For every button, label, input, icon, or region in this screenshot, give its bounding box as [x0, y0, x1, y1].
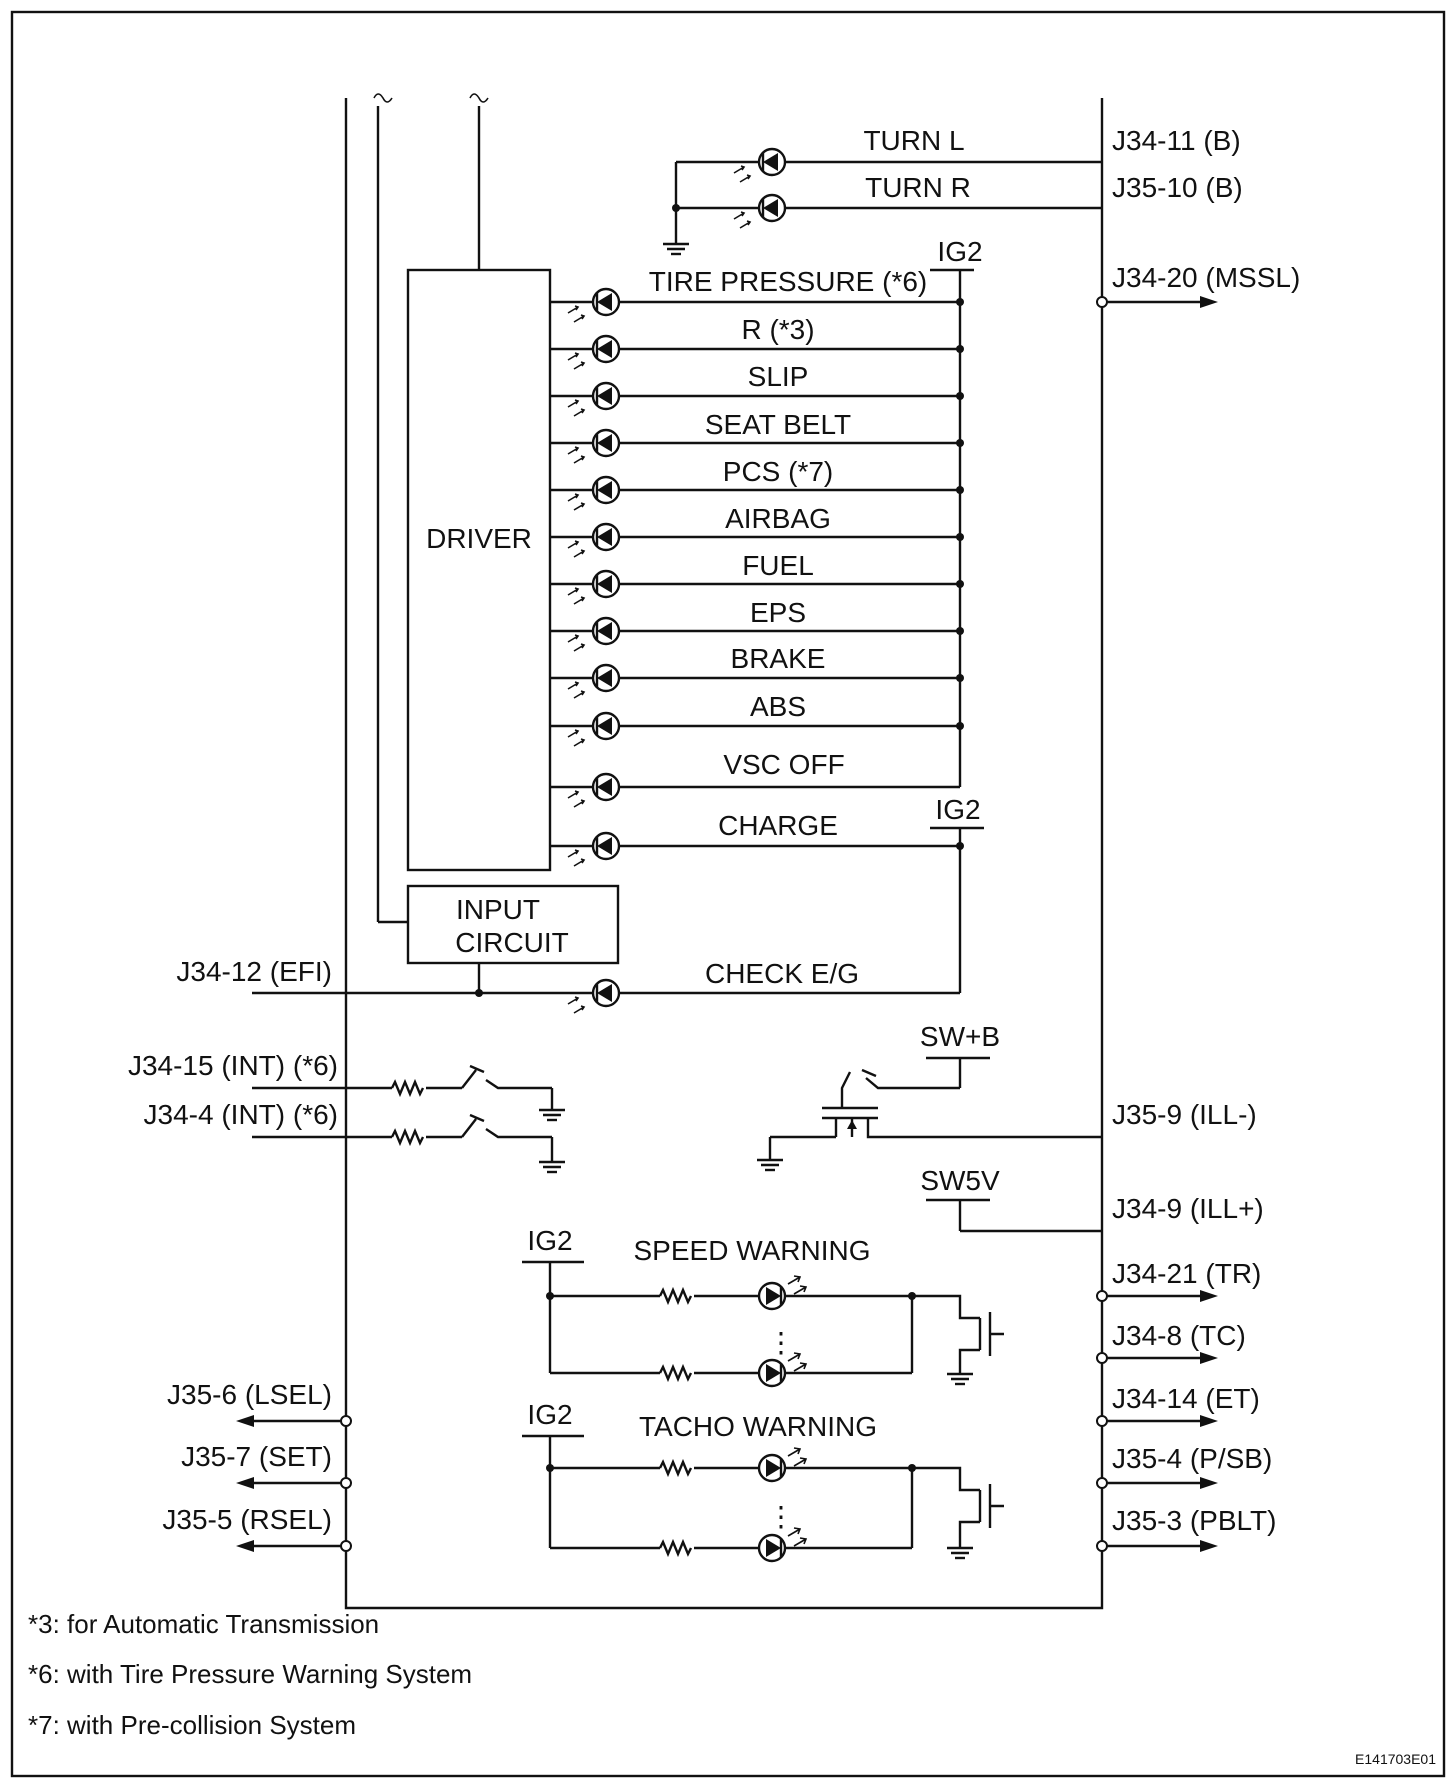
meter-boundary	[344, 98, 1104, 1610]
speed-led-dots: ⋮	[767, 1327, 795, 1358]
terminal-j35-9: J35-9 (ILL-)	[1112, 1099, 1257, 1130]
tacho-warning-led-icon	[757, 1453, 787, 1483]
tacho-led-dots: ⋮	[767, 1501, 795, 1532]
abs-lamp-icon	[591, 711, 621, 741]
speed-warning-led-icon	[757, 1281, 787, 1311]
airbag-label: AIRBAG	[725, 503, 831, 534]
turn-r-label: TURN R	[865, 172, 971, 203]
terminal-j35-5: J35-5 (RSEL)	[162, 1504, 332, 1535]
left-terminals: J35-6 (LSEL) J35-7 (SET) J35-5 (RSEL)	[162, 1379, 352, 1552]
speed-warning-led-icon-2	[757, 1358, 787, 1388]
fuel-lamp-icon	[591, 569, 621, 599]
swb-label: SW+B	[920, 1021, 1000, 1052]
tacho-warning-label: TACHO WARNING	[639, 1411, 877, 1442]
speed-warning-label: SPEED WARNING	[634, 1235, 871, 1266]
lead-wave-1	[373, 93, 393, 103]
vsc-off-label: VSC OFF	[723, 749, 844, 780]
brake-label: BRAKE	[731, 643, 826, 674]
turn-l-lamp-icon	[757, 147, 787, 177]
terminal-j34-14: J34-14 (ET)	[1112, 1383, 1260, 1414]
footnote-6: *6: with Tire Pressure Warning System	[28, 1659, 472, 1689]
input-circuit-block	[406, 884, 620, 965]
r-label: R (*3)	[741, 314, 814, 345]
figure-code: E141703E01	[1355, 1751, 1436, 1767]
check-eg-lamp-icon	[591, 978, 621, 1008]
ig2-label-speed: IG2	[527, 1225, 572, 1256]
brake-lamp-icon	[591, 663, 621, 693]
tire-pressure-lamp-icon	[591, 287, 621, 317]
turn-l-label: TURN L	[863, 125, 964, 156]
warning-lamp-bus: IG2 TIRE PRESSURE (*6) R (*3) SLIP SEAT …	[550, 236, 983, 808]
driver-block	[406, 268, 552, 872]
tacho-warning-circuit: IG2 TACHO WARNING ⋮	[522, 1399, 1004, 1563]
tacho-warning-led-icon-2	[757, 1533, 787, 1563]
terminal-j35-7: J35-7 (SET)	[181, 1441, 332, 1472]
charge-label: CHARGE	[718, 810, 838, 841]
pcs-label: PCS (*7)	[723, 456, 833, 487]
turn-lamp-group: TURN L TURN R	[661, 125, 1102, 256]
terminal-j35-3: J35-3 (PBLT)	[1112, 1505, 1276, 1536]
ig2-label-top: IG2	[937, 236, 982, 267]
sw5v-label: SW5V	[920, 1165, 1000, 1196]
int-switch-circuits: J34-15 (INT) (*6) J34-4 (INT) (*6)	[128, 1050, 567, 1174]
illumination-circuit: SW+B J35-9 (ILL-) SW5V J34-9 (ILL+)	[755, 1021, 1264, 1233]
input-circuit-label-1: INPUT	[456, 894, 540, 925]
speed-warning-circuit: IG2 SPEED WARNING ⋮	[522, 1225, 1004, 1388]
check-eg-label: CHECK E/G	[705, 958, 859, 989]
vsc-off-lamp-icon	[591, 772, 621, 802]
right-terminals: J34-11 (B) J35-10 (B) J34-20 (MSSL) J34-…	[1096, 125, 1300, 1552]
seat-belt-lamp-icon	[591, 428, 621, 458]
terminal-j34-15: J34-15 (INT) (*6)	[128, 1050, 338, 1081]
terminal-j35-10: J35-10 (B)	[1112, 172, 1243, 203]
terminal-j35-4: J35-4 (P/SB)	[1112, 1443, 1272, 1474]
ig2-label-charge: IG2	[935, 794, 980, 825]
eps-label: EPS	[750, 597, 806, 628]
terminal-j34-9: J34-9 (ILL+)	[1112, 1193, 1264, 1224]
seat-belt-label: SEAT BELT	[705, 409, 851, 440]
charge-check-circuit: IG2 CHARGE CHECK E/G J34-12 (EFI)	[176, 794, 984, 1014]
terminal-j34-4: J34-4 (INT) (*6)	[144, 1099, 338, 1130]
abs-label: ABS	[750, 691, 806, 722]
lead-wave-2	[469, 93, 489, 103]
terminal-j34-21: J34-21 (TR)	[1112, 1258, 1261, 1289]
input-circuit-label-2: CIRCUIT	[455, 927, 569, 958]
terminal-j35-6: J35-6 (LSEL)	[167, 1379, 332, 1410]
slip-label: SLIP	[748, 361, 809, 392]
footnote-7: *7: with Pre-collision System	[28, 1710, 356, 1740]
terminal-j34-11: J34-11 (B)	[1112, 125, 1241, 156]
tire-pressure-label: TIRE PRESSURE (*6)	[649, 266, 928, 297]
eps-lamp-icon	[591, 616, 621, 646]
airbag-lamp-icon	[591, 522, 621, 552]
diagram-border	[10, 10, 1446, 1778]
charge-lamp-icon	[591, 831, 621, 861]
terminal-j34-12: J34-12 (EFI)	[176, 956, 332, 987]
ig2-label-tacho: IG2	[527, 1399, 572, 1430]
footnote-3: *3: for Automatic Transmission	[28, 1609, 379, 1639]
terminal-j34-20: J34-20 (MSSL)	[1112, 262, 1300, 293]
pcs-lamp-icon	[591, 475, 621, 505]
driver-label: DRIVER	[426, 523, 532, 554]
terminal-j34-8: J34-8 (TC)	[1112, 1320, 1246, 1351]
turn-r-lamp-icon	[757, 193, 787, 223]
slip-lamp-icon	[591, 381, 621, 411]
r-lamp-icon	[591, 334, 621, 364]
fuel-label: FUEL	[742, 550, 814, 581]
